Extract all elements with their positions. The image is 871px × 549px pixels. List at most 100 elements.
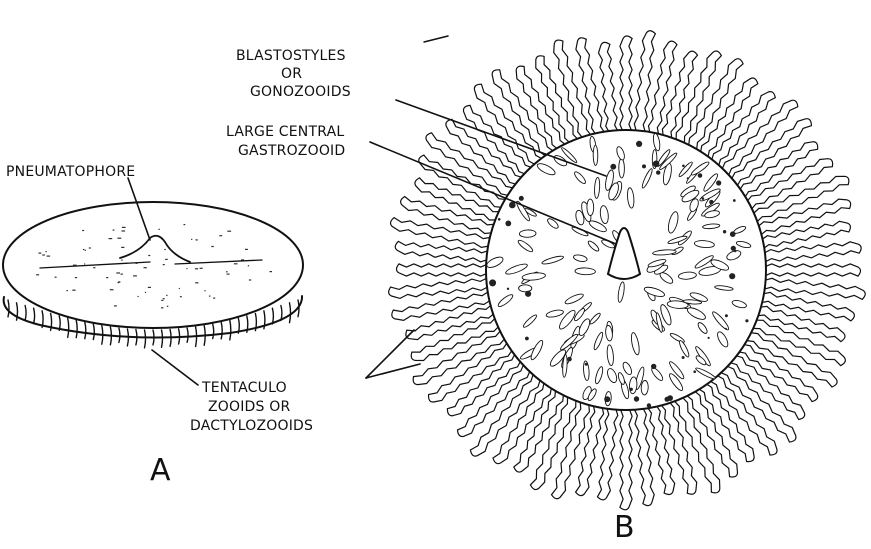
stipple-dot [110, 289, 114, 290]
dactylozooid-tentacle [395, 241, 489, 261]
stipple-dot [227, 231, 231, 232]
figure-label-b: B [614, 510, 635, 545]
stipple-dot [55, 277, 57, 278]
stipple-dot [122, 230, 126, 231]
label-pneumatophore: PNEUMATOPHORE [6, 164, 135, 180]
stipple-dot [227, 274, 230, 275]
disc-speckle [708, 337, 710, 339]
disc-tentacle [221, 322, 222, 339]
stipple-dot [249, 279, 251, 280]
stipple-dot [116, 272, 120, 273]
stipple-dot [167, 306, 169, 307]
disc-speckle [745, 319, 748, 322]
disc-tentacle [187, 328, 188, 342]
stipple-dot [121, 274, 123, 275]
stipple-dot [113, 230, 115, 231]
gonozooid [593, 145, 598, 165]
stipple-dot [180, 296, 182, 297]
stray-mark [424, 36, 448, 42]
stipple-dot [145, 292, 146, 293]
disc-speckle [585, 363, 588, 366]
disc-tentacle [68, 318, 69, 337]
disc-tentacle [119, 328, 120, 343]
disc-speckle [489, 279, 496, 286]
disc-speckle [729, 273, 735, 279]
gonozooid [619, 158, 625, 177]
disc-speckle [693, 370, 696, 373]
disc-top-surface [3, 202, 303, 328]
dactylozooid-tentacle [620, 408, 632, 510]
disc-speckle [642, 164, 646, 168]
label-tentaculo-1: TENTACULO [201, 380, 287, 396]
stipple-dot [184, 224, 186, 225]
disc-speckle [525, 337, 529, 341]
disc-tentacle [290, 303, 291, 323]
stipple-dot [209, 296, 211, 297]
disc-speckle [731, 246, 736, 251]
disc-tentacle [76, 320, 77, 338]
stipple-dot [109, 238, 113, 239]
disc-speckle [665, 397, 670, 402]
stipple-dot [144, 267, 147, 268]
disc-speckle [656, 170, 660, 174]
stipple-dot [84, 263, 85, 264]
dactylozooid-tentacle [598, 407, 618, 500]
disc-speckle [653, 161, 660, 168]
figure-label-a: A [150, 453, 171, 488]
stipple-dot [161, 300, 163, 301]
stipple-dot [179, 288, 180, 289]
stipple-dot [219, 235, 222, 236]
stipple-dot [148, 255, 150, 256]
leader-tentaculo-a [152, 350, 198, 385]
stipple-dot [186, 268, 187, 269]
disc-speckle [651, 364, 656, 369]
stipple-dot [195, 268, 198, 269]
disc-speckle [519, 196, 524, 201]
disc-speckle [709, 200, 713, 204]
stipple-dot [245, 249, 248, 250]
figure-b-colony-top-view [389, 31, 866, 510]
stipple-dot [106, 277, 108, 278]
disc-tentacle [230, 320, 231, 340]
disc-speckle [687, 177, 689, 179]
stipple-dot [163, 264, 165, 265]
stipple-dot [117, 238, 121, 239]
disc-tentacle [145, 330, 146, 348]
stipple-dot [72, 290, 75, 291]
stipple-dot [121, 260, 123, 261]
stipple-dot [82, 230, 84, 231]
stipple-dot [42, 254, 45, 255]
disc-speckle [725, 314, 728, 317]
stipple-dot [226, 271, 228, 272]
label-tentaculo-2: ZOOIDS OR [208, 399, 290, 415]
disc-tentacle [162, 330, 163, 347]
disc-speckle [698, 173, 703, 178]
stipple-dot [133, 275, 137, 276]
disc-speckle [723, 230, 726, 233]
disc-speckle [505, 221, 511, 227]
gonozooid [519, 230, 536, 238]
disc-speckle [636, 141, 642, 147]
stipple-dot [196, 239, 198, 240]
disc-speckle [730, 231, 736, 237]
stipple-dot [191, 239, 192, 240]
disc-speckle [498, 218, 501, 221]
stipple-dot [165, 259, 168, 260]
stipple-dot [118, 282, 120, 283]
stipple-dot [163, 298, 165, 299]
stipple-dot [138, 296, 139, 297]
label-gastrozooid-2: GASTROZOOID [238, 143, 345, 159]
disc-tentacle [281, 306, 282, 321]
disc-tentacle [25, 306, 26, 321]
stipple-dot [122, 227, 126, 228]
disc-speckle [702, 197, 705, 200]
disc-speckle [682, 165, 685, 168]
label-tentaculo-3: DACTYLOZOOIDS [190, 418, 313, 434]
stipple-dot [46, 251, 47, 252]
disc-speckle [647, 403, 651, 407]
disc-tentacle [8, 300, 9, 317]
dactylozooid-tentacle [763, 278, 866, 299]
disc-tentacle [93, 324, 94, 340]
disc-speckle [567, 357, 572, 362]
leader-tentaculo-b1 [366, 330, 414, 378]
